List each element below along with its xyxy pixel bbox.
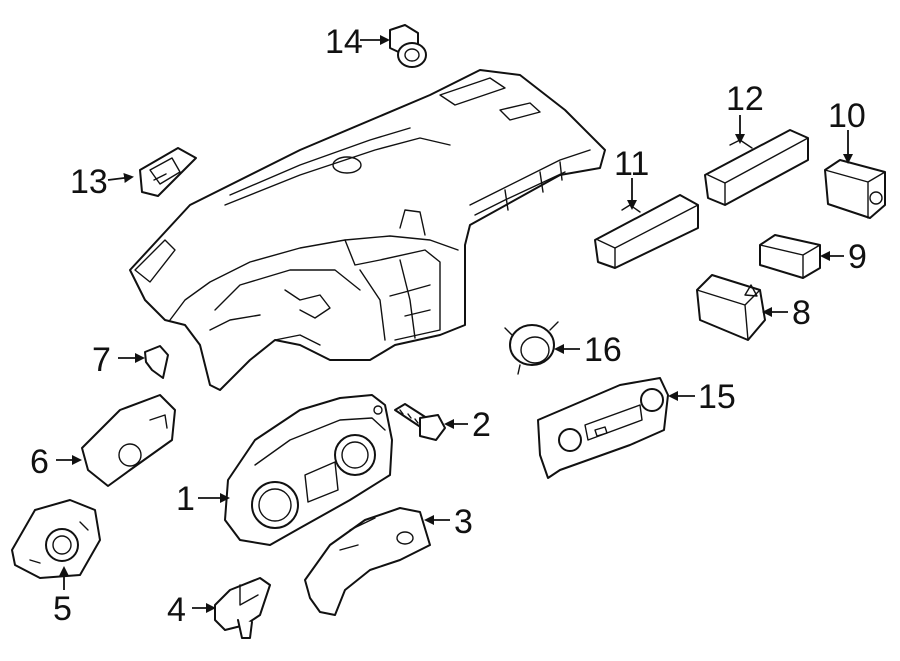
part-1-instrument-cluster <box>224 394 393 546</box>
part-12-switch-module <box>704 129 809 206</box>
part-6-switch-trim <box>81 394 176 487</box>
part-7-bracket <box>144 345 169 379</box>
part-8-hazard-switch <box>696 274 766 341</box>
part-13-switch-panel <box>139 147 197 197</box>
callout-15: 15 <box>698 378 736 416</box>
callout-4: 4 <box>167 591 186 629</box>
part-9-switch <box>759 234 821 279</box>
callout-9: 9 <box>848 238 867 276</box>
callout-3: 3 <box>454 503 473 541</box>
part-10-switch <box>824 159 886 219</box>
callout-labels: 14 13 7 6 5 4 1 2 3 16 15 11 12 10 9 8 <box>30 23 867 629</box>
callout-14: 14 <box>325 23 363 61</box>
callout-7: 7 <box>92 341 111 379</box>
part-16-knob <box>504 321 559 375</box>
callout-13: 13 <box>70 163 108 201</box>
callout-8: 8 <box>792 294 811 332</box>
part-4-module <box>214 577 271 639</box>
callout-1: 1 <box>176 480 195 518</box>
callout-5: 5 <box>53 590 72 628</box>
callout-10: 10 <box>828 97 866 135</box>
part-11-switch-module <box>594 194 699 269</box>
part-3-column-cover <box>304 507 431 616</box>
callout-11: 11 <box>614 145 649 183</box>
part-15-climate-panel <box>537 377 669 479</box>
part-5-headlight-switch <box>11 499 101 579</box>
instrument-panel <box>129 69 606 391</box>
part-2-bolt <box>394 403 446 441</box>
callout-16: 16 <box>584 331 622 369</box>
callout-2: 2 <box>472 406 491 444</box>
part-14-sensor <box>389 24 427 68</box>
callout-6: 6 <box>30 443 49 481</box>
callout-12: 12 <box>726 80 764 118</box>
callout-arrows <box>56 35 853 613</box>
